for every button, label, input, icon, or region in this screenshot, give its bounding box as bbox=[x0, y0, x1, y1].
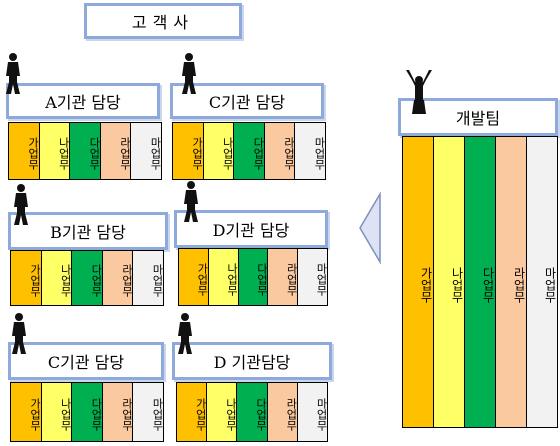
dev-team-label: 개발팀 bbox=[455, 109, 501, 128]
task-cell: 나업무 bbox=[434, 137, 464, 427]
task-cell: 라업무 bbox=[496, 137, 526, 427]
person-silhouette-icon bbox=[6, 53, 20, 94]
task-cell: 마업무 bbox=[527, 137, 557, 427]
customer-header: 고객사 bbox=[84, 3, 242, 39]
task-cell: 나업무 bbox=[207, 383, 237, 441]
task-cell: 라업무 bbox=[102, 251, 133, 305]
manager-title: D기관 담당 bbox=[212, 221, 290, 240]
manager-box: D 기관담당 bbox=[172, 342, 332, 380]
cheering-person-icon bbox=[406, 70, 432, 114]
task-cell: 가업무 bbox=[11, 383, 42, 441]
task-cell: 가업무 bbox=[11, 251, 42, 305]
person-silhouette-icon bbox=[178, 313, 192, 354]
task-cell: 마업무 bbox=[295, 123, 326, 179]
task-cell: 가업무 bbox=[9, 123, 40, 179]
person-silhouette-icon bbox=[12, 313, 26, 354]
person-silhouette-icon bbox=[184, 181, 198, 222]
task-cell: 나업무 bbox=[39, 123, 70, 179]
task-cell: 가업무 bbox=[177, 383, 207, 441]
manager-box: A기관 담당 bbox=[6, 83, 160, 119]
task-cell: 다업무 bbox=[72, 383, 103, 441]
task-cell: 다업무 bbox=[70, 123, 101, 179]
task-cell: 다업무 bbox=[237, 383, 268, 441]
task-cell: 다업무 bbox=[72, 251, 103, 305]
task-cell: 마업무 bbox=[297, 383, 328, 441]
task-cell: 나업무 bbox=[203, 123, 234, 179]
manager-title: B기관 담당 bbox=[50, 223, 126, 242]
task-cell: 다업무 bbox=[238, 249, 268, 305]
manager-box: D기관 담당 bbox=[174, 210, 328, 248]
task-cell: 라업무 bbox=[100, 123, 131, 179]
person-silhouette-icon bbox=[182, 53, 196, 94]
manager-title: A기관 담당 bbox=[45, 93, 121, 112]
left-arrow-icon bbox=[359, 192, 381, 264]
task-cell: 다업무 bbox=[465, 137, 495, 427]
task-cell: 라업무 bbox=[264, 123, 295, 179]
task-cell: 라업무 bbox=[102, 383, 133, 441]
task-cell: 마업무 bbox=[133, 383, 164, 441]
task-cell: 가업무 bbox=[173, 123, 204, 179]
task-cell: 마업무 bbox=[298, 249, 328, 305]
manager-title: C기관 담당 bbox=[47, 353, 125, 372]
task-cell: 마업무 bbox=[133, 251, 164, 305]
manager-box: C기관 담당 bbox=[170, 83, 324, 119]
task-cell: 가업무 bbox=[179, 249, 209, 305]
person-silhouette-icon bbox=[14, 184, 28, 225]
task-cell: 다업무 bbox=[234, 123, 265, 179]
manager-box: C기관 담당 bbox=[8, 342, 164, 380]
task-cell: 가업무 bbox=[403, 137, 433, 427]
task-cell: 나업무 bbox=[208, 249, 239, 305]
manager-box: B기관 담당 bbox=[8, 212, 168, 250]
dev-team-header: 개발팀 bbox=[398, 98, 558, 136]
task-cell: 나업무 bbox=[41, 251, 72, 305]
manager-title: C기관 담당 bbox=[208, 93, 286, 112]
task-cell: 마업무 bbox=[131, 123, 162, 179]
task-cell: 나업무 bbox=[41, 383, 72, 441]
manager-title: D 기관담당 bbox=[213, 353, 291, 372]
task-cell: 라업무 bbox=[268, 249, 298, 305]
task-cell: 라업무 bbox=[267, 383, 298, 441]
customer-label: 고객사 bbox=[131, 13, 195, 32]
